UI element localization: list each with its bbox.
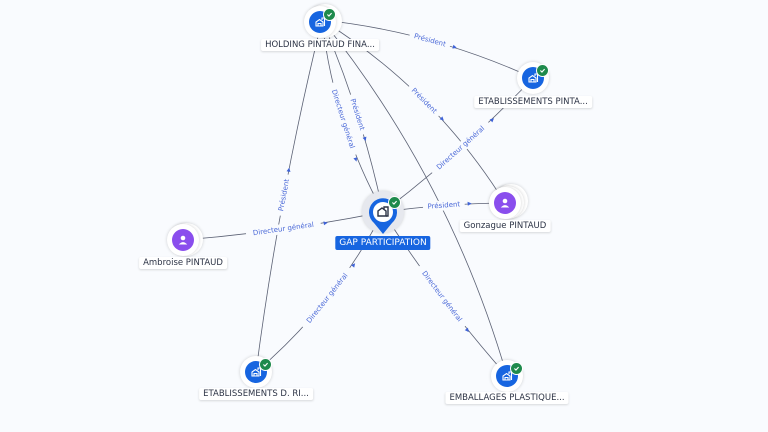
edge-label-background xyxy=(299,265,355,331)
edge-label: Président xyxy=(427,200,460,210)
building-icon xyxy=(377,206,389,217)
node-circle xyxy=(494,192,516,214)
edge-label-background xyxy=(405,82,443,120)
edge-direction-arrow xyxy=(452,44,457,49)
edge-direction-arrow xyxy=(286,167,291,172)
edge-label: Directeur général xyxy=(252,221,314,237)
node-label[interactable]: Gonzague PINTAUD xyxy=(459,220,551,232)
edge-label-background xyxy=(326,81,360,157)
node-label[interactable]: EMBALLAGES PLASTIQUE... xyxy=(445,392,569,404)
node-label[interactable]: Ambroise PINTAUD xyxy=(139,257,227,269)
node-label[interactable]: ETABLISSEMENTS D. RI... xyxy=(199,388,313,400)
verified-badge xyxy=(323,8,336,21)
edge-label: Président xyxy=(349,98,367,132)
edge-label: Président xyxy=(413,32,447,48)
edge-label-background xyxy=(422,198,466,213)
edge-label: Directeur général xyxy=(305,272,349,325)
edge-label-background xyxy=(429,119,493,177)
node-label[interactable]: HOLDING PINTAUD FINA... xyxy=(261,39,379,51)
edge-direction-arrow xyxy=(464,327,469,333)
edge-direction-arrow xyxy=(351,263,356,268)
edge-label-background xyxy=(275,173,293,217)
check-icon xyxy=(327,12,333,17)
edge-label-background xyxy=(408,29,452,51)
check-icon xyxy=(540,68,546,73)
edge-label-background xyxy=(415,263,469,330)
edge-direction-arrow xyxy=(439,116,444,121)
node-label[interactable]: ETABLISSEMENTS PINTA... xyxy=(474,96,592,108)
edge-label: Directeur général xyxy=(420,270,463,324)
check-icon xyxy=(392,200,398,205)
person-icon xyxy=(178,235,188,245)
edge-label-background xyxy=(346,93,369,136)
node-label[interactable]: GAP PARTICIPATION xyxy=(335,236,431,250)
edge-direction-arrow xyxy=(467,201,472,206)
edge-direction-arrow xyxy=(323,221,328,226)
edge-label-background xyxy=(245,218,322,240)
edge-line xyxy=(321,19,508,377)
edge-direction-arrow xyxy=(353,157,358,162)
person-icon xyxy=(500,198,510,208)
node-circle xyxy=(172,229,194,251)
verified-badge xyxy=(536,64,549,77)
edge-direction-arrow xyxy=(489,118,495,123)
check-icon xyxy=(514,366,520,371)
verified-badge xyxy=(510,362,523,375)
check-icon xyxy=(263,362,269,367)
verified-badge xyxy=(259,358,272,371)
edge-direction-arrow xyxy=(362,136,367,142)
verified-badge xyxy=(388,196,401,209)
edge-label: Président xyxy=(410,87,439,116)
